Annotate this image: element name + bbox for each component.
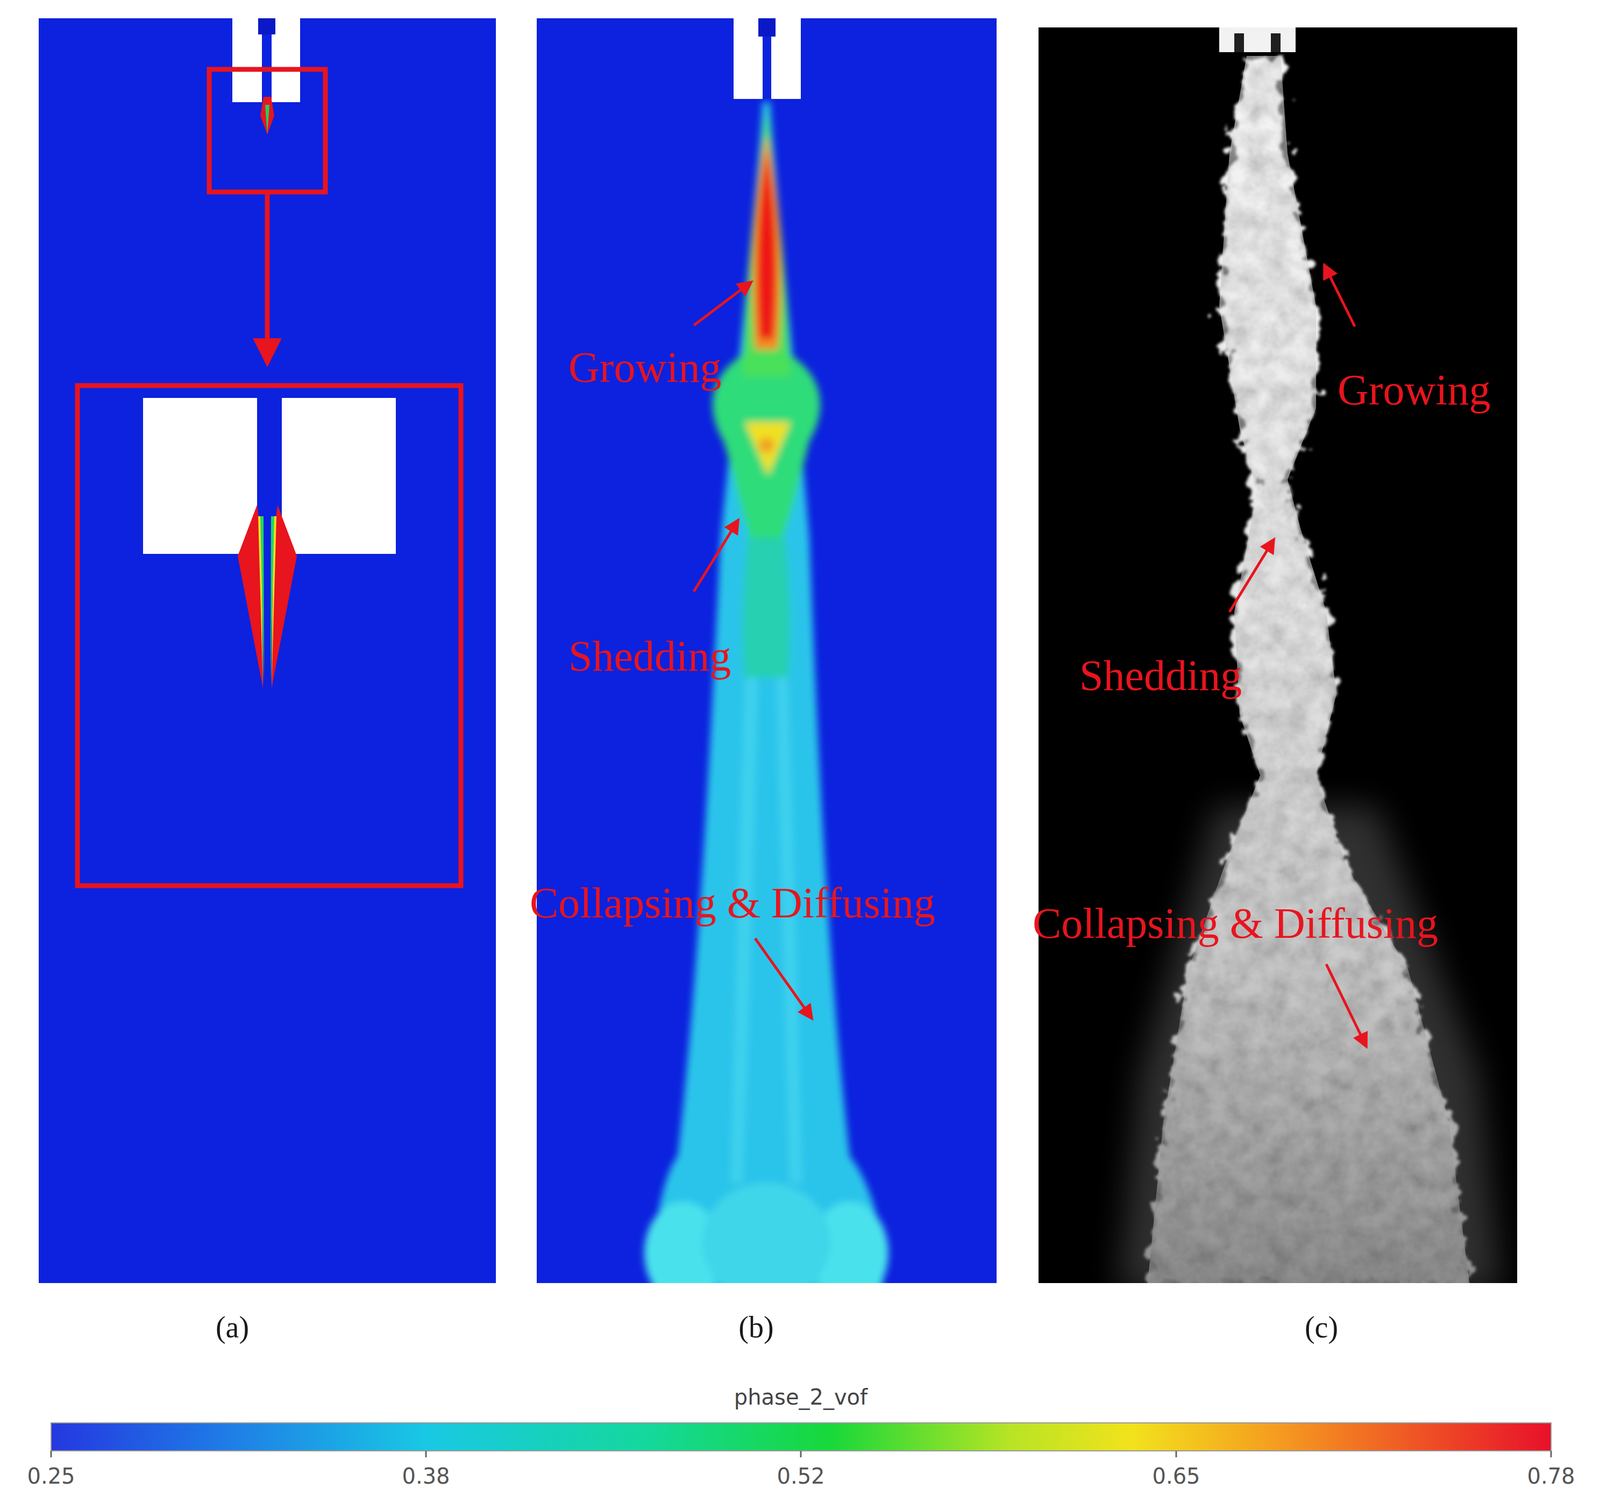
colorbar-title: phase_2_vof xyxy=(734,1384,868,1410)
annotation-label: Shedding xyxy=(568,631,731,681)
tick-label: 0.78 xyxy=(1526,1463,1575,1489)
tick-label: 0.52 xyxy=(776,1463,825,1489)
colorbar xyxy=(51,1423,1552,1458)
tick-label: 0.25 xyxy=(26,1463,75,1489)
tick-label: 0.38 xyxy=(401,1463,450,1489)
panel-b xyxy=(536,18,997,1305)
panel-label: (c) xyxy=(1304,1310,1339,1345)
panel-label: (b) xyxy=(738,1310,774,1345)
panel-c xyxy=(1038,27,1518,1291)
annotation-label: Growing xyxy=(568,342,722,393)
annotation-label: Shedding xyxy=(1079,650,1242,701)
tick-label: 0.65 xyxy=(1152,1463,1200,1489)
annotation-label: Collapsing & Diffusing xyxy=(529,878,936,928)
panel-label: (a) xyxy=(215,1310,250,1345)
panel-a xyxy=(38,18,496,1284)
annotation-label: Collapsing & Diffusing xyxy=(1032,898,1439,949)
annotation-label: Growing xyxy=(1337,365,1491,415)
